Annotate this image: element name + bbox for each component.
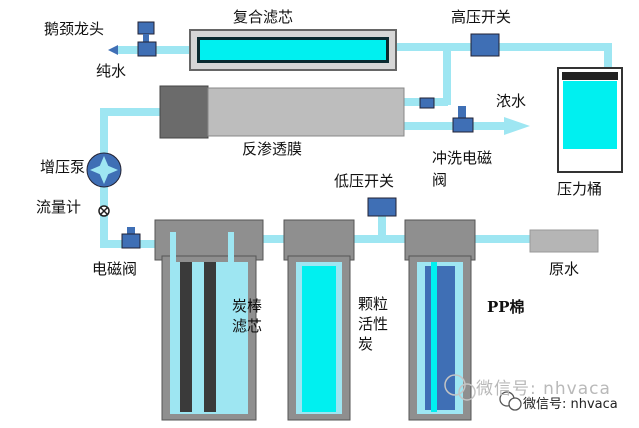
- concentrate-arrow: [504, 117, 530, 135]
- pipe-tank-drop: [604, 43, 612, 73]
- pipe-carbon-granular: [260, 235, 288, 243]
- wechat-icon-faint: [444, 374, 476, 401]
- ro-membrane: [159, 85, 435, 139]
- pipe-granular-pp: [350, 235, 408, 243]
- label-composite-filter: 复合滤芯: [233, 8, 294, 26]
- composite-filter: [189, 29, 397, 71]
- faucet-icon: [108, 21, 157, 57]
- pipe-ro-inlet: [100, 108, 162, 116]
- label-flow-meter: 流量计: [36, 198, 82, 216]
- flush-solenoid: [452, 106, 474, 133]
- label-carbon-rod-filter: 炭棒滤芯: [232, 297, 263, 335]
- label-high-pressure-switch: 高压开关: [451, 8, 512, 26]
- label-concentrate: 浓水: [496, 92, 527, 110]
- flow-meter-icon: [98, 205, 110, 217]
- pipe-top-to-tank: [395, 43, 612, 51]
- inlet-solenoid-valve: [121, 227, 141, 249]
- pump-icon: [86, 152, 122, 188]
- label-granular-carbon: 颗粒活性炭: [358, 295, 389, 353]
- pipe-faucet-to-composite: [118, 46, 196, 54]
- carbon-rod-filter-housing: [154, 219, 264, 421]
- pipes: [100, 43, 612, 248]
- low-pressure-switch: [367, 197, 397, 217]
- label-solenoid-valve: 电磁阀: [92, 260, 138, 278]
- label-raw-water: 原水: [549, 260, 580, 278]
- label-flush-solenoid: 冲洗电磁阀: [432, 149, 493, 189]
- label-booster-pump: 增压泵: [40, 158, 86, 176]
- label-gooseneck-faucet: 鹅颈龙头: [44, 20, 105, 38]
- pipe-pp-raw: [470, 235, 532, 243]
- label-pure-water: 纯水: [96, 62, 127, 80]
- watermark-faint: 微信号: nhvaca: [476, 379, 611, 399]
- granular-carbon-housing: [283, 219, 355, 421]
- high-pressure-switch: [470, 33, 500, 57]
- label-pp-cotton: PP棉: [487, 298, 525, 316]
- label-low-pressure-switch: 低压开关: [334, 172, 395, 190]
- pipe-lp-switch: [378, 212, 386, 238]
- pressure-tank: [557, 67, 623, 173]
- label-ro-membrane: 反渗透膜: [242, 140, 303, 158]
- wechat-icon: [499, 391, 522, 411]
- watermark-dark: 微信号: nhvaca: [523, 397, 618, 412]
- pipe-hp-drop: [443, 47, 451, 105]
- raw-water-pipe: [529, 229, 599, 253]
- label-pressure-tank: 压力桶: [557, 180, 603, 198]
